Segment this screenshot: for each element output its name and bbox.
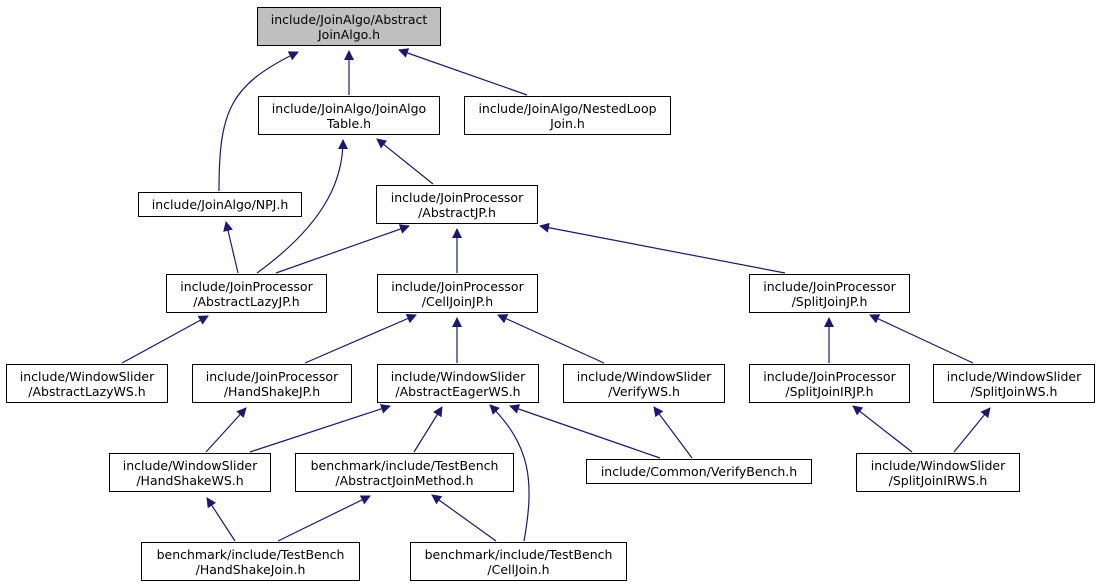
node-nested-loop-join[interactable]: include/JoinAlgo/NestedLoop Join.h (464, 96, 671, 135)
node-hand-shake-ws[interactable]: include/WindowSlider /HandShakeWS.h (109, 453, 271, 492)
node-abstract-join-method-line1: benchmark/include/TestBench (310, 457, 499, 473)
node-cell-join-jp[interactable]: include/JoinProcessor /CellJoinJP.h (377, 274, 538, 313)
node-split-join-jp-line1: include/JoinProcessor (763, 278, 896, 294)
edge-cell-join-to-abstract-eager-ws (489, 404, 530, 542)
edge-verify-bench-to-verify-ws (653, 406, 693, 459)
edge-split-join-irws-to-split-join-ws (953, 407, 991, 453)
node-cell-join-jp-line2: /CellJoinJP.h (421, 293, 494, 309)
node-abstract-join-method[interactable]: benchmark/include/TestBench /AbstractJoi… (295, 453, 514, 492)
node-split-join-irjp-line2: /SplitJoinIRJP.h (785, 383, 874, 399)
node-join-algo-table-line1: include/JoinAlgo/JoinAlgo (271, 100, 427, 116)
node-abstract-lazy-jp-line2: /AbstractLazyJP.h (193, 293, 300, 309)
node-hand-shake-ws-line2: /HandShakeWS.h (136, 472, 244, 488)
node-abstract-eager-ws[interactable]: include/WindowSlider /AbstractEagerWS.h (377, 364, 539, 403)
node-abstract-join-algo[interactable]: include/JoinAlgo/Abstract JoinAlgo.h (257, 7, 441, 46)
edge-npj-to-abstract-join-algo (218, 51, 299, 192)
edge-verify-bench-to-abstract-eager-ws (509, 404, 661, 459)
node-npj[interactable]: include/JoinAlgo/NPJ.h (138, 192, 302, 217)
node-hand-shake-jp[interactable]: include/JoinProcessor /HandShakeJP.h (192, 364, 352, 403)
node-split-join-irjp-line1: include/JoinProcessor (763, 368, 896, 384)
node-verify-ws-line1: include/WindowSlider (576, 368, 712, 384)
edge-abstract-jp-to-join-algo-table (376, 138, 434, 185)
edge-nested-loop-join-to-abstract-join-algo (398, 48, 528, 96)
node-split-join-ws-line2: /SplitJoinWS.h (970, 383, 1058, 399)
node-abstract-eager-ws-line1: include/WindowSlider (390, 368, 526, 384)
edge-abstract-lazy-jp-to-npj (223, 221, 239, 274)
edge-hand-shake-join-to-abstract-join-method (277, 495, 371, 542)
node-verify-ws-line2: /VerifyWS.h (608, 383, 680, 399)
node-split-join-irjp[interactable]: include/JoinProcessor /SplitJoinIRJP.h (749, 364, 910, 403)
node-abstract-eager-ws-line2: /AbstractEagerWS.h (395, 383, 521, 399)
node-abstract-join-method-line2: /AbstractJoinMethod.h (335, 472, 474, 488)
node-hand-shake-join-line2: /HandShakeJoin.h (195, 561, 306, 577)
node-cell-join-line1: benchmark/include/TestBench (424, 546, 613, 562)
node-abstract-jp[interactable]: include/JoinProcessor /AbstractJP.h (376, 185, 538, 224)
node-nested-loop-join-line1: include/JoinAlgo/NestedLoop (478, 100, 657, 116)
node-nested-loop-join-line2: Join.h (550, 115, 585, 131)
node-cell-join-jp-line1: include/JoinProcessor (391, 278, 524, 294)
node-abstract-join-algo-line2: JoinAlgo.h (317, 26, 380, 42)
node-abstract-jp-line1: include/JoinProcessor (390, 189, 524, 205)
node-verify-ws[interactable]: include/WindowSlider /VerifyWS.h (563, 364, 725, 403)
node-join-algo-table[interactable]: include/JoinAlgo/JoinAlgo Table.h (258, 96, 440, 135)
edge-verify-ws-to-cell-join-jp (497, 314, 605, 364)
edge-split-join-irws-to-split-join-irjp (852, 405, 913, 453)
node-abstract-lazy-jp-line1: include/JoinProcessor (180, 278, 313, 294)
node-split-join-irws-line1: include/WindowSlider (870, 457, 1006, 473)
edge-abstract-join-method-to-abstract-eager-ws (413, 406, 443, 453)
node-verify-bench[interactable]: include/Common/VerifyBench.h (586, 459, 812, 484)
node-verify-bench-line1: include/Common/VerifyBench.h (600, 464, 798, 479)
edge-abstract-lazy-ws-to-abstract-lazy-jp (121, 315, 209, 364)
node-abstract-join-algo-line1: include/JoinAlgo/Abstract (270, 11, 428, 27)
node-abstract-lazy-ws-line2: /AbstractLazyWS.h (28, 383, 146, 399)
edge-split-join-jp-to-abstract-jp (539, 222, 786, 274)
node-hand-shake-ws-line1: include/WindowSlider (122, 457, 258, 473)
node-abstract-jp-line2: /AbstractJP.h (418, 204, 496, 220)
node-split-join-irws-line2: /SplitJoinIRWS.h (888, 472, 988, 488)
edge-hand-shake-join-to-hand-shake-ws (206, 497, 236, 542)
node-split-join-ws[interactable]: include/WindowSlider /SplitJoinWS.h (933, 364, 1095, 403)
edge-hand-shake-jp-to-cell-join-jp (304, 313, 417, 364)
node-abstract-lazy-ws[interactable]: include/WindowSlider /AbstractLazyWS.h (6, 364, 168, 403)
edge-hand-shake-ws-to-hand-shake-jp (205, 407, 247, 453)
edge-hand-shake-ws-to-abstract-eager-ws (249, 404, 391, 453)
node-split-join-jp-line2: /SplitJoinJP.h (791, 293, 868, 309)
node-npj-line1: include/JoinAlgo/NPJ.h (151, 197, 289, 212)
node-abstract-lazy-ws-line1: include/WindowSlider (19, 368, 155, 384)
edge-cell-join-to-abstract-join-method (431, 494, 497, 542)
node-join-algo-table-line2: Table.h (326, 115, 372, 131)
node-hand-shake-jp-line2: /HandShakeJP.h (223, 383, 321, 399)
edge-abstract-lazy-jp-to-join-algo-table (256, 139, 348, 274)
node-cell-join[interactable]: benchmark/include/TestBench /CellJoin.h (410, 542, 627, 581)
node-split-join-ws-line1: include/WindowSlider (946, 368, 1082, 384)
node-hand-shake-join[interactable]: benchmark/include/TestBench /HandShakeJo… (141, 542, 360, 581)
node-cell-join-line2: /CellJoin.h (487, 561, 550, 577)
edge-split-join-ws-to-split-join-jp (869, 314, 974, 364)
edge-abstract-lazy-jp-to-abstract-jp (275, 224, 410, 274)
node-hand-shake-jp-line1: include/JoinProcessor (205, 368, 339, 384)
node-abstract-lazy-jp[interactable]: include/JoinProcessor /AbstractLazyJP.h (166, 274, 327, 313)
node-split-join-irws[interactable]: include/WindowSlider /SplitJoinIRWS.h (856, 453, 1020, 492)
node-hand-shake-join-line1: benchmark/include/TestBench (156, 546, 345, 562)
node-split-join-jp[interactable]: include/JoinProcessor /SplitJoinJP.h (749, 274, 910, 313)
